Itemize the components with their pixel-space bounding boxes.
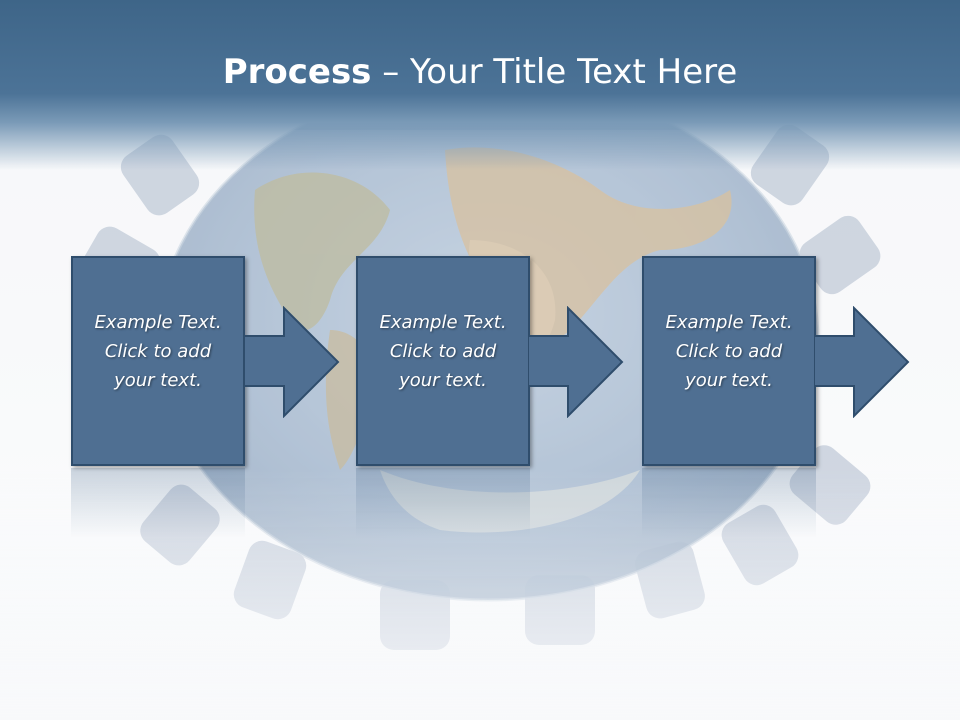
step-box (642, 256, 816, 466)
step-line-3: your text. (685, 370, 773, 391)
right-arrow-icon (814, 306, 910, 418)
step-line-2: Click to add (104, 341, 212, 362)
right-arrow-icon (528, 306, 624, 418)
step-text[interactable]: Example Text. Click to add your text. (642, 308, 816, 395)
step-line-1: Example Text. (665, 312, 793, 333)
title-bar (0, 0, 960, 170)
box-reflection (642, 468, 816, 538)
box-reflection (356, 468, 530, 538)
step-line-2: Click to add (389, 341, 497, 362)
step-line-1: Example Text. (94, 312, 222, 333)
step-line-1: Example Text. (379, 312, 507, 333)
title-bold: Process (222, 52, 372, 92)
process-step-2[interactable]: Example Text. Click to add your text. (356, 256, 530, 466)
process-step-1[interactable]: Example Text. Click to add your text. (71, 256, 245, 466)
slide-title[interactable]: Process – Your Title Text Here (0, 52, 960, 92)
step-text[interactable]: Example Text. Click to add your text. (71, 308, 245, 395)
step-text[interactable]: Example Text. Click to add your text. (356, 308, 530, 395)
box-reflection (71, 468, 245, 538)
step-line-3: your text. (114, 370, 202, 391)
title-rest: – Your Title Text Here (371, 52, 738, 92)
step-box (71, 256, 245, 466)
step-box (356, 256, 530, 466)
step-line-2: Click to add (675, 341, 783, 362)
process-step-3[interactable]: Example Text. Click to add your text. (642, 256, 816, 466)
step-line-3: your text. (399, 370, 487, 391)
right-arrow-icon (244, 306, 340, 418)
